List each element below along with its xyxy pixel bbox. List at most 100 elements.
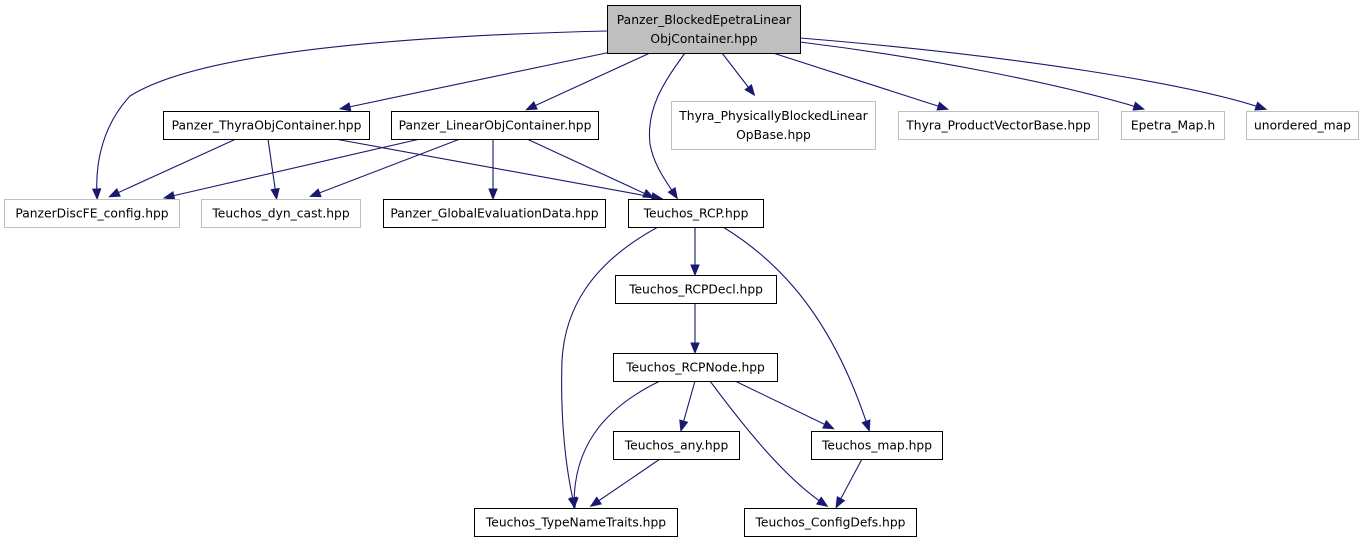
node-any[interactable]: Teuchos_any.hpp [613,431,740,460]
node-label: Teuchos_ConfigDefs.hpp [755,516,906,530]
edge-root-to-discfe [91,30,608,201]
node-dyn-cast: Teuchos_dyn_cast.hpp [201,199,361,228]
node-label: Panzer_ThyraObjContainer.hpp [172,119,362,133]
arrowhead-icon [835,496,846,509]
arrowhead-icon [91,188,102,201]
node-box [671,101,876,150]
node-label: PanzerDiscFE_config.hpp [15,207,168,221]
arrowhead-icon [822,419,835,430]
edge-line [722,226,869,428]
arrowhead-icon [744,83,756,97]
edge-line [709,380,825,505]
edge-line [313,138,461,196]
node-box [391,111,599,140]
node-rcp[interactable]: Teuchos_RCP.hpp [628,199,764,228]
nodes-layer: Panzer_BlockedEpetraLinearObjContainer.h… [4,5,1359,537]
node-box [474,508,678,537]
arrowhead-icon [309,188,322,198]
edge-root-to-epetra_map [799,41,1146,111]
edge-thyra_obj-to-dyn_cast [267,138,280,201]
edge-root-to-thyra_obj [338,51,612,112]
edge-rcpnode-to-configdefs [709,380,829,507]
node-box [1121,111,1225,140]
node-thyra-obj[interactable]: Panzer_ThyraObjContainer.hpp [163,111,370,140]
edge-line [526,138,651,197]
node-label: Teuchos_RCPDecl.hpp [628,283,763,297]
edge-thyra_obj-to-rcp [334,138,664,202]
edge-linear_obj-to-global_eval [488,139,498,201]
node-discfe: PanzerDiscFE_config.hpp [4,199,180,228]
edge-map-to-configdefs [835,458,863,509]
node-typenametraits[interactable]: Teuchos_TypeNameTraits.hpp [474,508,678,537]
edge-rcp-to-rcpdecl [690,227,700,277]
arrowhead-icon [679,419,689,433]
node-label: unordered_map [1254,119,1351,133]
arrowhead-icon [642,188,655,199]
edge-any-to-typenametraits [589,458,661,508]
edge-line [343,51,612,109]
arrowhead-icon [108,188,121,198]
node-label: Thyra_ProductVectorBase.hpp [905,119,1091,133]
node-rcpnode[interactable]: Teuchos_RCPNode.hpp [613,353,778,382]
edge-line [573,380,661,505]
node-label: ObjContainer.hpp [650,32,757,46]
edge-line [799,37,1263,109]
edge-line [648,52,686,196]
edge-root-to-unordered_map [799,37,1268,111]
node-global-eval[interactable]: Panzer_GlobalEvaluationData.hpp [383,199,606,228]
edge-root-to-thyra_pbl [721,52,756,97]
edge-line [96,30,608,196]
node-box [383,199,606,228]
node-box [744,508,917,537]
node-configdefs[interactable]: Teuchos_ConfigDefs.hpp [744,508,917,537]
arrowhead-icon [690,342,700,355]
arrowhead-icon [270,187,280,201]
node-box [811,431,943,460]
edge-linear_obj-to-rcp [526,138,655,199]
node-root[interactable]: Panzer_BlockedEpetraLinearObjContainer.h… [607,5,801,54]
edge-rcpnode-to-any [679,380,696,433]
edge-root-to-rcp [648,52,686,200]
edge-line [772,52,945,109]
node-box [1246,111,1359,140]
node-box [163,111,370,140]
node-unordered-map: unordered_map [1246,111,1359,140]
node-box [201,199,361,228]
arrowhead-icon [569,497,579,510]
arrowhead-icon [589,496,603,508]
node-linear-obj[interactable]: Panzer_LinearObjContainer.hpp [391,111,599,140]
edge-linear_obj-to-dyn_cast [309,138,461,198]
edge-rcpnode-to-typenametraits [569,380,661,510]
node-box [613,353,778,382]
edge-line [799,41,1141,109]
node-thyra-pvb: Thyra_ProductVectorBase.hpp [898,111,1099,140]
node-box [898,111,1099,140]
edge-rcpdecl-to-rcpnode [690,303,700,355]
node-box [4,199,180,228]
node-label: Panzer_BlockedEpetraLinear [617,13,792,27]
arrowhead-icon [338,102,352,112]
node-label: Teuchos_RCP.hpp [643,207,749,221]
node-box [615,275,777,304]
edge-line [561,226,659,505]
edge-line [167,138,421,198]
node-epetra-map: Epetra_Map.h [1121,111,1225,140]
edges-layer [91,30,1268,510]
edge-root-to-linear_obj [525,52,651,111]
arrowhead-icon [488,188,498,201]
node-rcpdecl[interactable]: Teuchos_RCPDecl.hpp [615,275,777,304]
edge-line [593,458,661,505]
arrowhead-icon [525,101,538,111]
edge-line [721,52,753,93]
node-label: Epetra_Map.h [1131,119,1215,133]
node-map[interactable]: Teuchos_map.hpp [811,431,943,460]
node-label: Panzer_LinearObjContainer.hpp [399,119,592,133]
arrowhead-icon [861,419,871,433]
edge-line [529,52,651,109]
edge-rcp-to-map [722,226,871,433]
arrowhead-icon [1254,101,1268,111]
edge-line [267,138,277,196]
arrowhead-icon [162,190,176,201]
edge-line [112,138,237,196]
